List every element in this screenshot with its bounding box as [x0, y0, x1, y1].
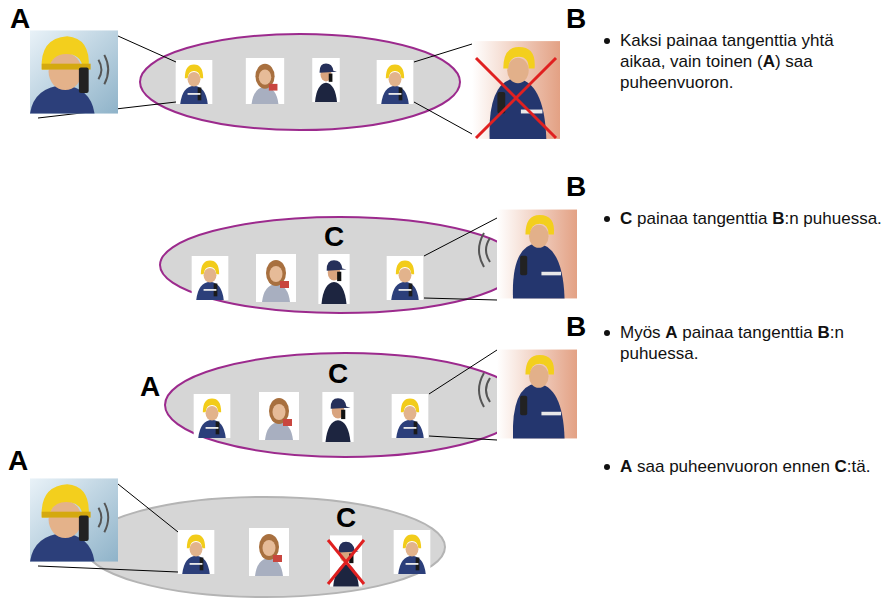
speaker-letter: B	[566, 172, 586, 202]
bullet-item: Kaksi painaa tangenttia yhtä aikaa, vain…	[604, 30, 882, 93]
speaker-letter: A	[140, 372, 160, 402]
bullet-note: Kaksi painaa tangenttia yhtä aikaa, vain…	[620, 30, 882, 93]
bullet-dot	[604, 38, 610, 44]
bullet-note: A saa puheenvuoron ennen C:tä.	[620, 456, 882, 477]
bullet-note: C painaa tangenttia B:n puhuessa.	[620, 208, 882, 229]
speaker-letter: B	[566, 4, 586, 34]
bullet-note: Myös A painaa tangenttia B:n puhuessa.	[620, 322, 882, 364]
speaker-letter: A	[10, 4, 30, 34]
bullet-item: Myös A painaa tangenttia B:n puhuessa.	[604, 322, 882, 364]
speaker-letter: C	[324, 222, 344, 252]
bullet-dot	[604, 330, 610, 336]
bullet-item: C painaa tangenttia B:n puhuessa.	[604, 208, 882, 229]
bullet-dot	[604, 464, 610, 470]
bullet-dot	[604, 216, 610, 222]
speaker-letter: B	[566, 312, 586, 342]
speaker-letter: C	[328, 359, 348, 389]
speaker-letter: C	[336, 503, 356, 533]
bullet-item: A saa puheenvuoron ennen C:tä.	[604, 456, 882, 477]
speaker-letter: A	[8, 446, 28, 476]
